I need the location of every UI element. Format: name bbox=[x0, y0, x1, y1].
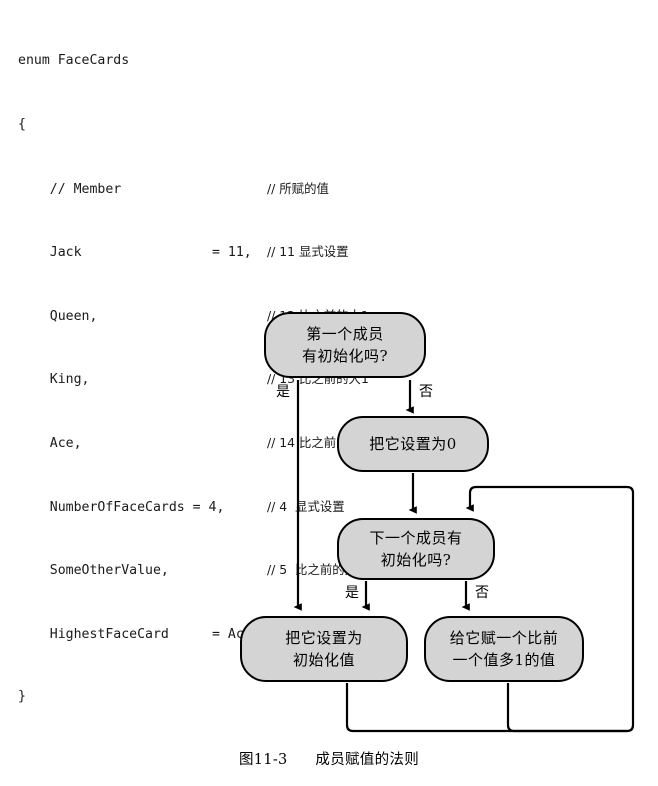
flow-node-label: 把它设置为0 bbox=[369, 435, 457, 453]
code-line-assign: = 11, bbox=[212, 245, 252, 261]
figure-number: 图11-3 bbox=[238, 752, 288, 768]
flow-node-label: 把它设置为 初始化值 bbox=[285, 629, 363, 669]
code-line: NumberOfFaceCards = 4, // 4 显式设置 bbox=[18, 496, 638, 517]
edge-a1-loopback bbox=[345, 485, 635, 733]
code-line-name: enum FaceCards bbox=[18, 53, 130, 69]
figure-caption: 图11-3 成员赋值的法则 bbox=[0, 748, 658, 769]
flow-node-label: 第一个成员 有初始化吗? bbox=[301, 325, 389, 365]
flow-node-first-member-initialized[interactable]: 第一个成员 有初始化吗? bbox=[264, 312, 426, 378]
code-line-comment: // 所赋的值 bbox=[267, 180, 329, 196]
code-line-name: // Member bbox=[18, 181, 122, 197]
edge-label-q2-no: 否 bbox=[475, 585, 489, 601]
code-line-name: } bbox=[18, 689, 26, 705]
edge-label-q1-no: 否 bbox=[419, 384, 433, 400]
code-line-name: SomeOtherValue, bbox=[18, 563, 169, 579]
flow-node-label: 下一个成员有 初始化吗? bbox=[369, 529, 463, 569]
flow-node-next-member-initialized[interactable]: 下一个成员有 初始化吗? bbox=[337, 518, 495, 580]
flow-node-label: 给它赋一个比前 一个值多1的值 bbox=[449, 629, 559, 669]
code-line: } bbox=[18, 686, 638, 707]
code-line-name: { bbox=[18, 117, 26, 132]
code-line-comment: // 4 显式设置 bbox=[267, 498, 345, 514]
code-line: // Member // 所赋的值 bbox=[18, 178, 638, 199]
code-line-name: HighestFaceCard bbox=[18, 626, 169, 642]
code-line-name: Ace, bbox=[18, 435, 82, 451]
edge-label-q2-yes: 是 bbox=[345, 585, 359, 601]
code-line-name: NumberOfFaceCards = 4, bbox=[18, 499, 225, 515]
flowchart-diagram: 第一个成员 有初始化吗? 把它设置为0 下一个成员有 初始化吗? 把它设置为 初… bbox=[0, 300, 658, 740]
edge-a2-loopback bbox=[506, 683, 627, 733]
code-line: { bbox=[18, 114, 638, 135]
flowchart-connectors bbox=[293, 380, 635, 733]
code-line-name: Queen, bbox=[18, 308, 98, 324]
edge-label-q1-yes: 是 bbox=[276, 384, 290, 400]
code-line-name: Jack bbox=[18, 245, 82, 261]
flow-node-set-to-initializer[interactable]: 把它设置为 初始化值 bbox=[240, 616, 408, 682]
code-listing: enum FaceCards { // Member // 所赋的值 Jack = … bbox=[18, 8, 638, 729]
code-line-comment: // 11 显式设置 bbox=[267, 244, 349, 260]
code-line: Jack = 11, // 11 显式设置 bbox=[18, 241, 638, 262]
code-line: enum FaceCards bbox=[18, 50, 638, 71]
flow-node-previous-plus-one[interactable]: 给它赋一个比前 一个值多1的值 bbox=[424, 616, 584, 682]
flow-node-set-to-zero[interactable]: 把它设置为0 bbox=[337, 416, 489, 472]
figure-title: 成员赋值的法则 bbox=[315, 752, 420, 768]
code-line-name: King, bbox=[18, 372, 90, 388]
